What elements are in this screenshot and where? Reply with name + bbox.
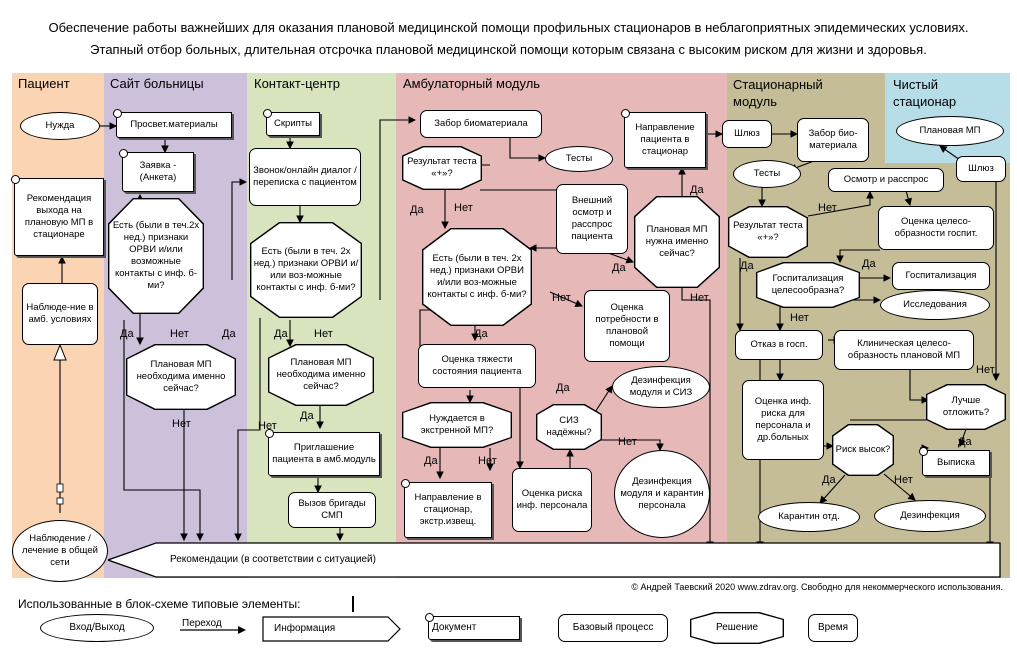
legend-information-shape xyxy=(262,616,401,642)
node-tests-2: Тесты xyxy=(733,160,801,188)
credit: © Андрей Таевский 2020 www.zdrav.org. Св… xyxy=(631,582,1003,592)
lane-title-clean: Чистый стационар xyxy=(893,77,957,109)
label-no: Нет xyxy=(258,420,277,432)
node-site-arvi: Есть (были в теч.2х нед.) признаки ОРВИ … xyxy=(108,198,204,314)
node-postpone: Лучше отложить? xyxy=(926,384,1006,430)
node-discharge: Выписка xyxy=(919,447,990,476)
label-yes: Да xyxy=(410,204,424,216)
node-refusal: Отказ в госп. xyxy=(735,330,823,360)
legend-transition-arrow xyxy=(180,626,246,634)
label-yes: Да xyxy=(690,184,704,196)
node-risk-high: Риск высок? xyxy=(832,424,894,476)
node-ambulance: Вызов бригады СМП xyxy=(288,492,376,528)
node-exam: Внешний осмотр и расспрос пациента xyxy=(556,184,628,254)
node-airlock-2: Шлюз xyxy=(956,156,1006,182)
node-site-planned: Плановая МП необходима именно сейчас? xyxy=(126,344,236,410)
label-no: Нет xyxy=(170,328,189,340)
label-no: Нет xyxy=(790,312,809,324)
legend-cursor xyxy=(352,596,354,612)
node-disinfection-quarantine: Дезинфекция модуля и карантин персонала xyxy=(614,450,710,538)
label-no: Нет xyxy=(894,474,913,486)
node-research: Исследования xyxy=(880,290,990,320)
label-yes: Да xyxy=(958,436,972,448)
legend-decision: Решение xyxy=(690,612,784,644)
label-no: Нет xyxy=(552,292,571,304)
node-hospitalization: Госпитализация xyxy=(892,262,990,290)
node-invitation: Приглашение пациента в амб.модуль xyxy=(265,429,380,476)
legend-process: Базовый процесс xyxy=(558,614,668,642)
node-test-result-2: Результат теста «+»? xyxy=(728,206,808,258)
node-biomaterial-2: Забор био-материала xyxy=(797,118,869,162)
label-yes: Да xyxy=(862,258,876,270)
lane-title-patient: Пациент xyxy=(18,76,70,91)
recommendations-shape xyxy=(108,542,1001,578)
node-airlock-1: Шлюз xyxy=(722,120,772,148)
node-ppe-ok: СИЗ надёжны? xyxy=(536,404,602,450)
node-need-assess: Оценка потребности в плановой помощи xyxy=(584,290,670,362)
lane-title-contact: Контакт-центр xyxy=(254,76,341,91)
label-no: Нет xyxy=(314,328,333,340)
node-exam-2: Осмотр и расспрос xyxy=(828,168,944,192)
label-no: Нет xyxy=(478,455,497,467)
label-yes: Да xyxy=(120,328,134,340)
node-need: Нужда xyxy=(20,112,100,140)
label-yes: Да xyxy=(556,382,570,394)
label-no: Нет xyxy=(454,202,473,214)
node-disinfection: Дезинфекция xyxy=(874,500,986,532)
node-contact-arvi: Есть (были в теч. 2х нед.) признаки ОРВИ… xyxy=(250,222,362,318)
label-no: Нет xyxy=(690,292,709,304)
node-edu-materials: Просвет.материалы xyxy=(113,109,232,138)
node-contact-planned: Плановая МП необходима именно сейчас? xyxy=(268,344,374,406)
node-clinical-eval: Клиническая целесо-образность плановой М… xyxy=(834,330,974,370)
node-scripts: Скрипты xyxy=(263,109,320,136)
node-hosp-appropriate: Госпитализация целесообразна? xyxy=(756,262,860,308)
lane-title-ambulatory: Амбулаторный модуль xyxy=(403,76,541,91)
legend-document: Документ xyxy=(425,613,520,640)
node-referral-hospital: Направление пациента в стационар xyxy=(621,109,706,168)
node-disinfection-module: Дезинфекция модуля и СИЗ xyxy=(612,366,710,408)
label-yes: Да xyxy=(612,262,626,274)
title-line-2: Этапный отбор больных, длительная отсроч… xyxy=(90,42,927,57)
node-quarantine: Карантин отд. xyxy=(758,502,860,532)
label-yes: Да xyxy=(300,410,314,422)
legend-information: Информация xyxy=(274,623,336,634)
node-planned-mp: Плановая МП xyxy=(896,116,1004,146)
legend-title: Использованные в блок-схеме типовые элем… xyxy=(18,597,301,611)
node-call-dialog: Звонок/онлайн диалог /переписка с пациен… xyxy=(249,148,361,206)
node-emergency: Нуждается в экстренной МП? xyxy=(402,402,512,448)
label-yes: Да xyxy=(424,455,438,467)
node-recommendations: Рекомендации (в соответствии с ситуацией… xyxy=(170,554,376,565)
legend-time: Время xyxy=(808,614,858,642)
label-no: Нет xyxy=(818,202,837,214)
label-yes: Да xyxy=(474,328,488,340)
node-severity: Оценка тяжести состояния пациента xyxy=(418,344,536,388)
label-yes: Да xyxy=(274,328,288,340)
node-observation-amb: Наблюде-ние в амб. условиях xyxy=(22,283,98,345)
label-yes: Да xyxy=(822,474,836,486)
node-application: Заявка - (Анкета) xyxy=(119,149,194,192)
label-yes: Да xyxy=(222,328,236,340)
lane-title-site: Сайт больницы xyxy=(110,76,204,91)
node-test-result: Результат теста «+»? xyxy=(402,146,482,190)
node-amb-arvi: Есть (были в теч. 2х нед.) признаки ОРВИ… xyxy=(422,228,532,326)
node-recommendation-exit: Рекомендация выхода на плановую МП в ста… xyxy=(11,175,104,256)
node-observation-general: Наблюдение /лечение в общей сети xyxy=(12,520,108,582)
node-tests: Тесты xyxy=(545,146,613,172)
node-hosp-eval: Оценка целесо-образности госпит. xyxy=(878,206,994,250)
label-yes: Да xyxy=(740,260,754,272)
title-line-1: Обеспечение работы важнейших для оказани… xyxy=(48,20,969,35)
label-no: Нет xyxy=(976,364,995,376)
label-no: Нет xyxy=(172,418,191,430)
label-no: Нет xyxy=(618,436,637,448)
node-referral-emergency: Направление в стационар, экстр.извещ. xyxy=(401,479,492,538)
node-staff-risk: Оценка риска инф. персонала xyxy=(512,468,592,532)
node-risk-eval: Оценка инф. риска для персонала и др.бол… xyxy=(742,380,824,460)
lane-title-inpatient: Стационарный модуль xyxy=(733,77,823,109)
node-biomaterial: Забор биоматериала xyxy=(420,110,542,138)
legend-transition: Переход xyxy=(182,618,222,629)
node-planned-needed: Плановая МП нужна именно сейчас? xyxy=(634,196,720,288)
legend-io: Вход/Выход xyxy=(40,614,154,642)
